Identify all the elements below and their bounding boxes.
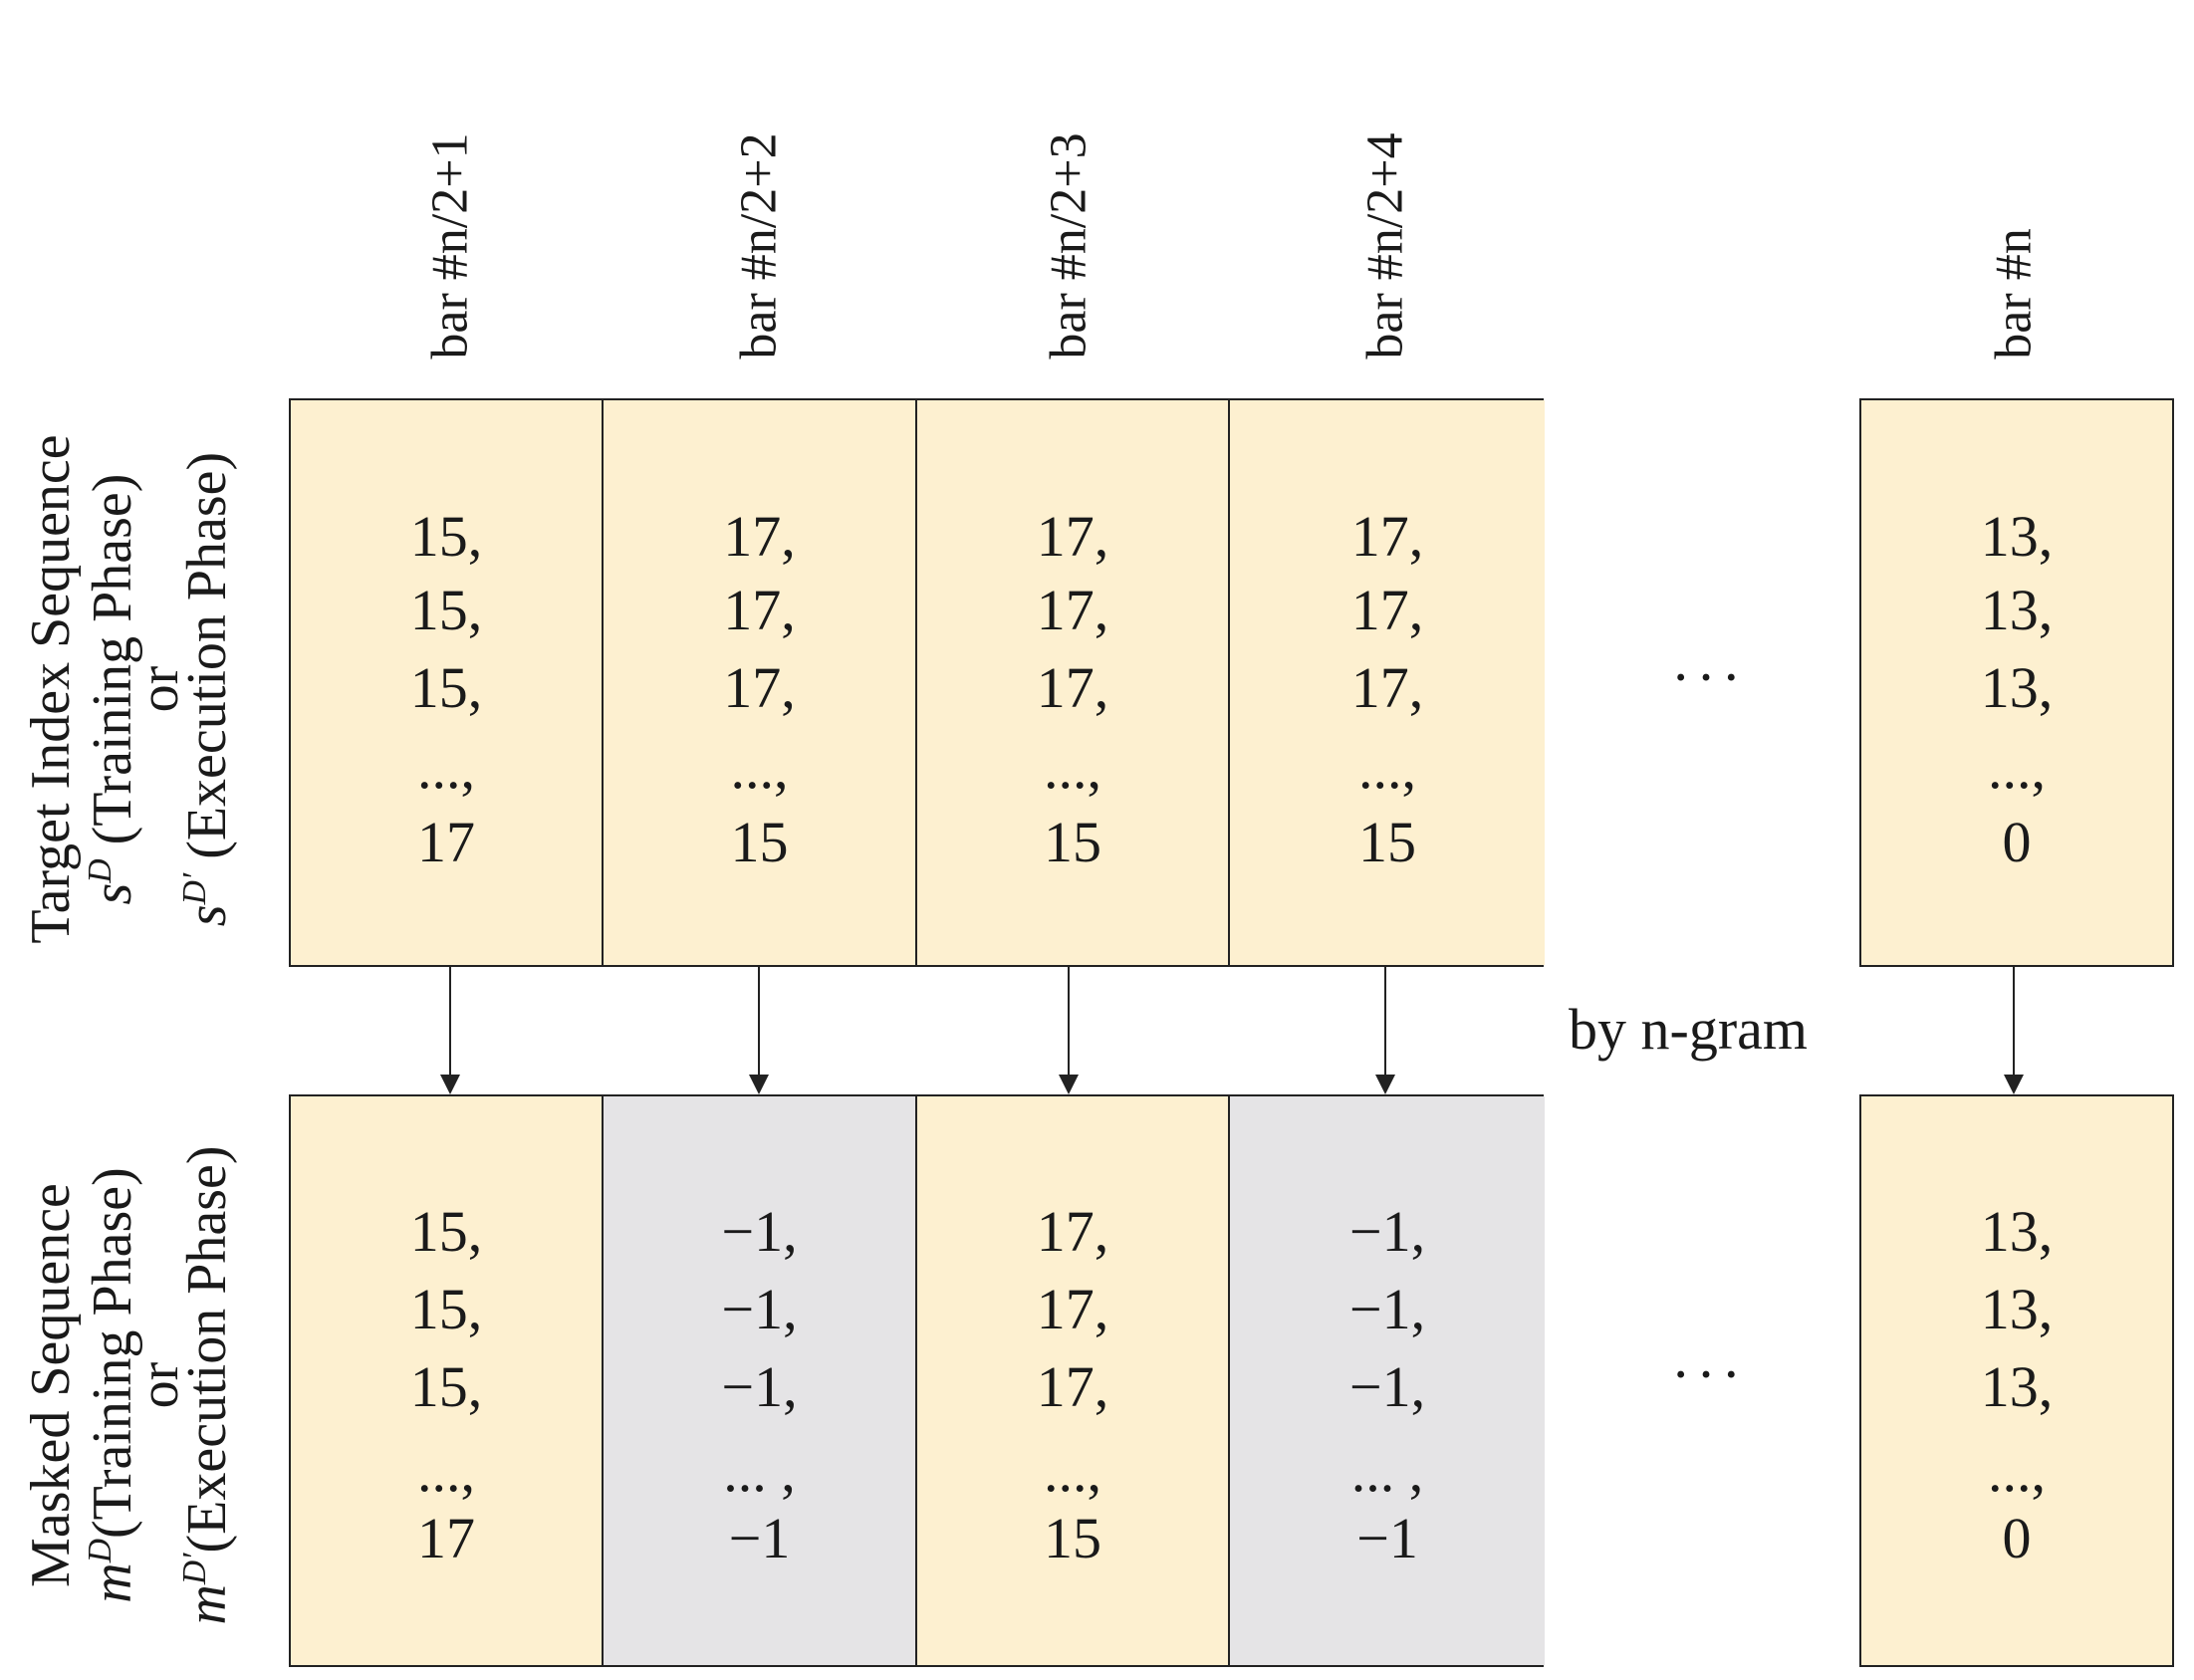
cell-value: 17, [1350, 578, 1424, 642]
target-sequence-last: 13, 13, 13,..., 0 [1859, 398, 2174, 967]
cell-value: 0 [2002, 810, 2032, 874]
arrow-down-icon [2004, 967, 2024, 1094]
cell-value: ..., [1988, 736, 2046, 801]
label-or: or [128, 1361, 190, 1409]
cell-value: 17, [1036, 1199, 1109, 1264]
sequence-cell: 13, 13, 13,...,0 [1861, 1096, 2172, 1665]
cell-value: 17, [723, 504, 796, 569]
cell-value: ..., [417, 1439, 475, 1504]
cell-value: 17, [723, 655, 796, 720]
label-execution: mD′(Execution Phase) [175, 1145, 238, 1625]
target-sequence-group: 15, 15, 15,..., 17 17, 17, 17,..., 15 17, 17, 17,.… [289, 398, 1545, 967]
top-row-label: Target Index Sequence sD (Training Phase… [19, 434, 238, 944]
sequence-cell: 17, 17, 17,..., 15 [604, 400, 917, 965]
cell-value: 17 [417, 810, 475, 874]
arrow-down-icon [1375, 967, 1395, 1094]
sequence-cell: 15, 15, 15,...,17 [291, 1096, 604, 1665]
arrow-down-icon [440, 967, 460, 1094]
sequence-cell: 13, 13, 13,..., 0 [1861, 400, 2172, 965]
label-or: or [128, 665, 190, 713]
cell-value: 15 [1358, 810, 1416, 874]
cell-value: −1, [1348, 1354, 1426, 1419]
cell-value: 15, [409, 655, 483, 720]
cell-value: 17, [1036, 1354, 1109, 1419]
cell-value: ..., [730, 736, 789, 801]
cell-value: ... , [723, 1439, 796, 1504]
cell-value: 15, [409, 578, 483, 642]
sequence-cell: 17, 17, 17,..., 15 [917, 400, 1230, 965]
arrow-down-icon [1059, 967, 1079, 1094]
label-title: Target Index Sequence [19, 434, 82, 944]
cell-value: ..., [1988, 1439, 2046, 1504]
cell-value: 13, [1980, 578, 2054, 642]
label-title: Masked Sequence [19, 1183, 82, 1587]
cell-value: −1 [728, 1506, 791, 1570]
arrow-down-icon [749, 967, 769, 1094]
cell-value: 15, [409, 1277, 483, 1341]
bar-header: bar #n/2+1 [421, 131, 479, 360]
cell-value: 17, [1036, 504, 1109, 569]
sequence-cell: −1, −1, −1, ... ,−1 [604, 1096, 917, 1665]
cell-value: 13, [1980, 1199, 2054, 1264]
cell-value: 15 [1044, 1506, 1101, 1570]
cell-value: 17, [1036, 578, 1109, 642]
cell-value: 13, [1980, 1354, 2054, 1419]
bar-header: bar #n [1985, 227, 2043, 360]
cell-value: 17, [723, 578, 796, 642]
cell-value: −1, [1348, 1277, 1426, 1341]
sequence-cell: 17, 17, 17,..., 15 [1230, 400, 1545, 965]
cell-value: 13, [1980, 504, 2054, 569]
ellipsis-bottom: ··· [1671, 1341, 1747, 1407]
cell-value: 15, [409, 1199, 483, 1264]
cell-value: −1, [721, 1277, 798, 1341]
arrow-label: by n-gram [1569, 997, 1808, 1062]
bar-header: bar #n/2+2 [730, 131, 788, 360]
sequence-cell: 17, 17, 17,...,15 [917, 1096, 1230, 1665]
cell-value: 0 [2002, 1506, 2032, 1570]
sequence-cell: −1, −1, −1, ... ,−1 [1230, 1096, 1545, 1665]
cell-value: 15, [409, 1354, 483, 1419]
cell-value: 15 [1044, 810, 1101, 874]
cell-value: 17, [1036, 655, 1109, 720]
cell-value: 15 [730, 810, 789, 874]
bar-header: bar #n/2+3 [1040, 131, 1097, 360]
label-execution: sD′ (Execution Phase) [175, 451, 238, 927]
cell-value: −1, [1348, 1199, 1426, 1264]
cell-value: 17 [417, 1506, 475, 1570]
cell-value: −1, [721, 1354, 798, 1419]
cell-value: −1 [1356, 1506, 1418, 1570]
cell-value: 17, [1036, 1277, 1109, 1341]
cell-value: −1, [721, 1199, 798, 1264]
cell-value: 13, [1980, 1277, 2054, 1341]
ellipsis-top: ··· [1671, 644, 1747, 710]
cell-value: ..., [417, 736, 475, 801]
cell-value: ... , [1350, 1439, 1424, 1504]
bottom-row-label: Masked Sequence mD(Training Phase) or mD… [19, 1145, 238, 1625]
sequence-cell: 15, 15, 15,..., 17 [291, 400, 604, 965]
cell-value: 13, [1980, 655, 2054, 720]
masked-sequence-last: 13, 13, 13,...,0 [1859, 1094, 2174, 1667]
cell-value: ..., [1358, 736, 1416, 801]
cell-value: ..., [1044, 736, 1101, 801]
cell-value: 17, [1350, 655, 1424, 720]
cell-value: 15, [409, 504, 483, 569]
cell-value: ..., [1044, 1439, 1101, 1504]
cell-value: 17, [1350, 504, 1424, 569]
bar-header: bar #n/2+4 [1356, 131, 1414, 360]
